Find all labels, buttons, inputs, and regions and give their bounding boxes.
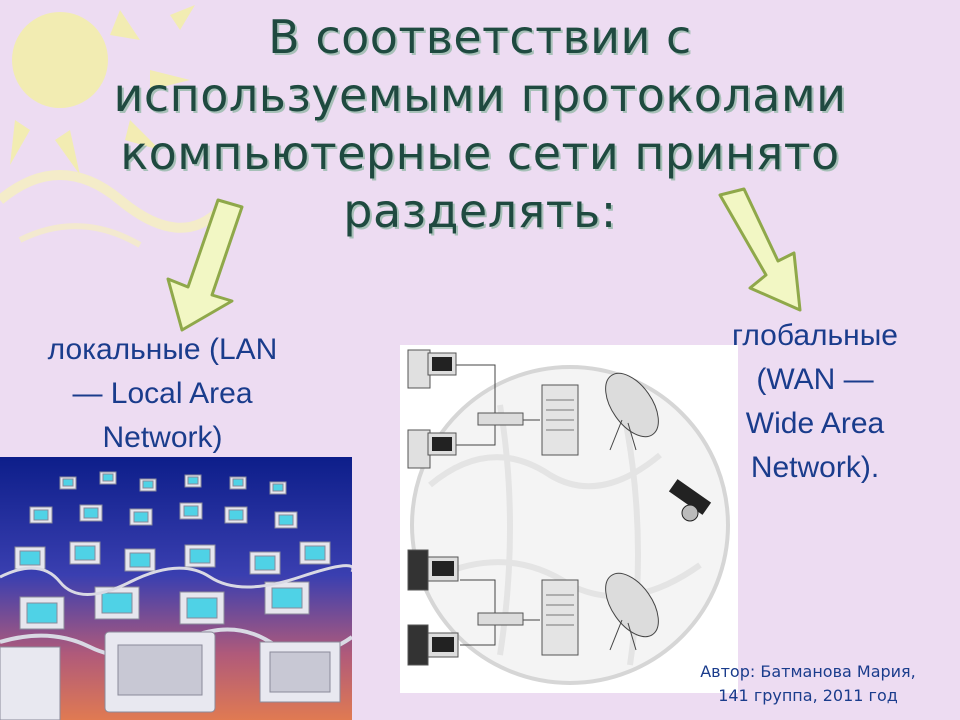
wan-line: глобальные [732, 319, 898, 352]
satellite-icon [668, 479, 712, 522]
satellite-dish-icon [605, 372, 659, 651]
computer-icon [407, 349, 459, 666]
author-caption: Автор: Батманова Мария, 141 группа, 2011… [676, 660, 940, 708]
title-line: компьютерные сети принято [120, 126, 840, 180]
router-icon [477, 412, 524, 626]
arrow-down-right-icon [718, 187, 802, 312]
lan-line: Network) [102, 421, 223, 454]
lan-label: локальные (LAN — Local Area Network) [10, 328, 315, 460]
title-line: В соответствии с [268, 10, 692, 64]
lan-computers-illustration [0, 457, 352, 720]
arrow-down-left-icon [166, 198, 244, 332]
sun-decoration-icon [0, 5, 220, 248]
wan-line: Wide Area [745, 407, 885, 440]
wan-label: глобальные (WAN — Wide Area Network). [705, 314, 925, 490]
author-line: 141 группа, 2011 год [718, 686, 898, 705]
lan-line: локальные (LAN [47, 333, 278, 366]
wan-line: Network). [750, 451, 880, 484]
title-line: разделять: [343, 184, 617, 238]
lan-line: — Local Area [72, 377, 253, 410]
slide-title: В соответствии с используемыми протокола… [40, 8, 920, 240]
wan-line: (WAN — [756, 363, 874, 396]
author-line: Автор: Батманова Мария, [700, 662, 916, 681]
title-line: используемыми протоколами [113, 68, 847, 122]
wan-network-diagram [400, 345, 738, 693]
